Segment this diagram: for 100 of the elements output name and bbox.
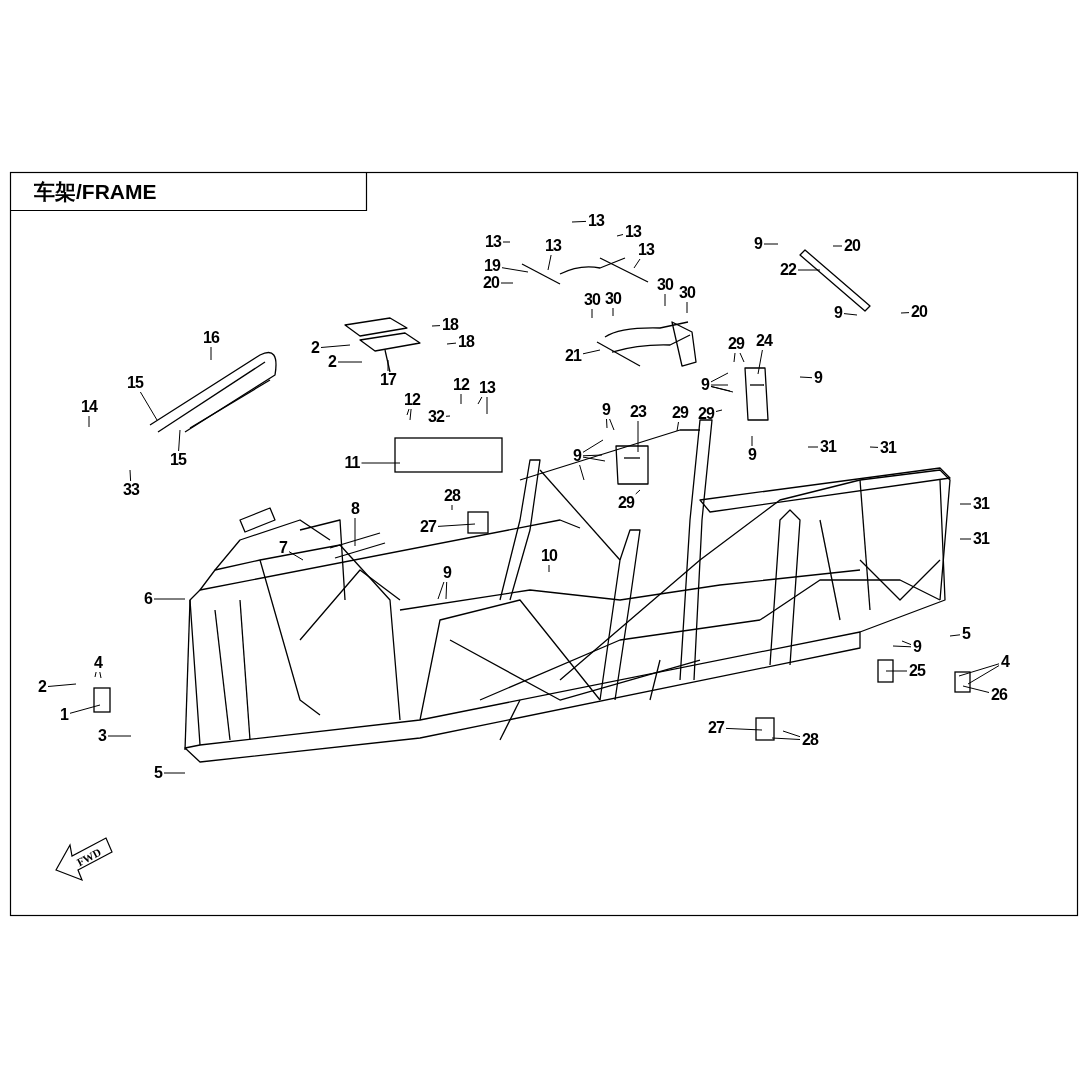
callout-number: 4 xyxy=(1001,654,1009,670)
callout-number: 13 xyxy=(485,234,501,250)
callout-number: 9 xyxy=(754,236,762,252)
callout-number: 21 xyxy=(565,348,581,364)
leader-line xyxy=(633,258,641,269)
callout-number: 9 xyxy=(573,448,581,464)
leader-line xyxy=(771,737,801,740)
callout-number: 1 xyxy=(60,707,68,723)
callout-number: 27 xyxy=(708,720,724,736)
mount-drawing xyxy=(877,659,894,683)
leader-line xyxy=(676,421,679,432)
callout-number: 29 xyxy=(698,406,714,422)
leader-line xyxy=(637,420,639,453)
leader-line xyxy=(959,538,972,540)
leader-line xyxy=(337,361,363,363)
mount-drawing xyxy=(467,511,489,534)
callout-number: 12 xyxy=(404,392,420,408)
grab-handle-drawing xyxy=(149,351,277,433)
leader-line xyxy=(725,727,763,731)
callout-number: 15 xyxy=(127,375,143,391)
callout-number: 29 xyxy=(618,495,634,511)
callout-number: 6 xyxy=(144,591,152,607)
leader-line xyxy=(94,671,97,678)
leader-line xyxy=(548,564,550,573)
leader-line xyxy=(500,282,514,284)
callout-number: 9 xyxy=(834,305,842,321)
leader-line xyxy=(710,372,729,383)
leader-line xyxy=(361,462,401,464)
callout-number: 8 xyxy=(351,501,359,517)
leader-line xyxy=(107,735,132,737)
callout-number: 26 xyxy=(991,687,1007,703)
leader-line xyxy=(733,352,736,363)
leader-line xyxy=(320,344,351,348)
leader-line xyxy=(715,409,723,412)
leader-line xyxy=(153,598,186,600)
leader-line xyxy=(409,408,412,421)
callout-number: 20 xyxy=(844,238,860,254)
bracket-drawing xyxy=(394,437,503,473)
callout-number: 13 xyxy=(638,242,654,258)
callout-number: 13 xyxy=(588,213,604,229)
callout-number: 15 xyxy=(170,452,186,468)
leader-line xyxy=(843,313,858,316)
callout-number: 31 xyxy=(973,496,989,512)
leader-line xyxy=(437,523,476,527)
leader-line xyxy=(460,393,462,405)
leader-line xyxy=(710,384,729,386)
callout-number: 23 xyxy=(630,404,646,420)
callout-number: 25 xyxy=(909,663,925,679)
leader-line xyxy=(892,645,912,648)
callout-number: 2 xyxy=(38,679,46,695)
leader-line xyxy=(139,391,158,421)
callout-number: 24 xyxy=(756,333,772,349)
leader-line xyxy=(609,418,615,431)
callout-number: 9 xyxy=(443,565,451,581)
callout-number: 30 xyxy=(679,285,695,301)
callout-number: 27 xyxy=(420,519,436,535)
callout-number: 28 xyxy=(802,732,818,748)
callout-number: 9 xyxy=(701,377,709,393)
callout-number: 5 xyxy=(154,765,162,781)
leader-line xyxy=(406,408,410,416)
mount-plate-drawing xyxy=(744,367,769,421)
callout-number: 29 xyxy=(728,336,744,352)
leader-line xyxy=(431,325,441,327)
leader-line xyxy=(210,346,212,361)
leader-line xyxy=(797,269,821,271)
leader-line xyxy=(612,307,614,317)
callout-number: 31 xyxy=(973,531,989,547)
leader-line xyxy=(47,683,77,687)
callout-number: 5 xyxy=(962,626,970,642)
callout-number: 11 xyxy=(344,455,360,471)
mount-drawing xyxy=(755,717,775,741)
callout-number: 30 xyxy=(584,292,600,308)
leader-line xyxy=(763,243,779,245)
leader-line xyxy=(88,415,90,428)
leader-line xyxy=(832,245,843,247)
leader-line xyxy=(782,730,801,738)
callout-number: 7 xyxy=(279,540,287,556)
callout-number: 30 xyxy=(605,291,621,307)
leader-line xyxy=(99,671,102,679)
leader-line xyxy=(445,581,448,600)
leader-line xyxy=(582,454,603,457)
callout-number: 31 xyxy=(820,439,836,455)
direction-label: FWD xyxy=(74,845,103,869)
leader-line xyxy=(69,704,101,714)
foot-bracket-drawing xyxy=(93,687,111,713)
leader-line xyxy=(354,517,356,547)
leader-line xyxy=(477,396,483,405)
callout-number: 2 xyxy=(328,354,336,370)
leader-line xyxy=(686,301,688,314)
callout-number: 13 xyxy=(545,238,561,254)
leader-line xyxy=(582,349,601,355)
leader-line xyxy=(486,396,488,415)
seat-rail-drawing xyxy=(596,321,697,367)
leader-line xyxy=(591,308,593,319)
seat-rail-drawing xyxy=(521,257,649,285)
callout-number: 9 xyxy=(814,370,822,386)
callout-number: 30 xyxy=(657,277,673,293)
callout-number: 12 xyxy=(453,377,469,393)
mount-plate-drawing xyxy=(615,445,649,485)
callout-number: 2 xyxy=(311,340,319,356)
